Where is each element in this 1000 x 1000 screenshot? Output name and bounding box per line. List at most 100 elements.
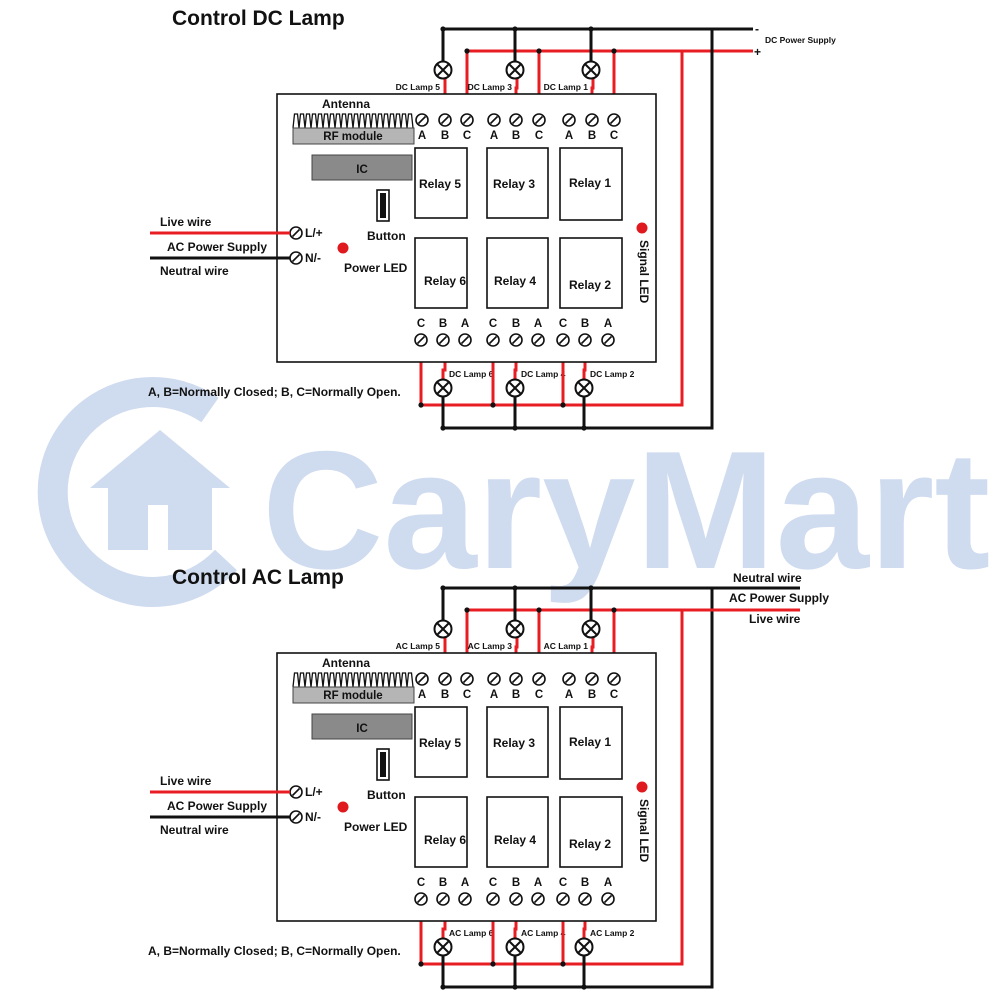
lamp-cross (436, 940, 450, 954)
screw-terminal-icon (509, 672, 523, 686)
junction-dot (512, 425, 518, 431)
button-knob (380, 752, 386, 777)
lamp-cross-icon (505, 937, 525, 957)
terminal-slot (533, 335, 543, 345)
relay-box (414, 706, 468, 778)
screw-terminal-icon (578, 333, 592, 347)
input-supply-label: AC Power Supply (167, 240, 267, 254)
power-led-label: Power LED (344, 820, 408, 834)
right-negative-return (443, 588, 714, 989)
terminal-letter-bottom: C (559, 877, 567, 889)
input-neutral-label: Neutral wire (160, 823, 229, 837)
relay-box (559, 796, 623, 868)
terminal-letter-bottom: C (489, 318, 497, 330)
lamp-cross-icon (505, 60, 525, 80)
relay-box (486, 706, 549, 778)
screw-terminal-icon (460, 113, 474, 127)
terminal-slot (417, 115, 427, 125)
button-knob (380, 193, 386, 218)
button-switch-icon (376, 748, 390, 781)
signal-led-icon (636, 781, 648, 793)
right-negative-return (443, 29, 714, 430)
screw-terminal-icon (585, 113, 599, 127)
relay-box (559, 147, 623, 221)
relay-label: Relay 5 (419, 177, 461, 191)
relay-label: Relay 4 (494, 833, 536, 847)
relay-label: Relay 1 (569, 176, 611, 190)
terminal-letter-bottom: A (604, 318, 612, 330)
junction-dot (440, 425, 446, 431)
lamp-cross-icon (433, 619, 453, 639)
lamp-cross-icon (433, 60, 453, 80)
terminal-slot (587, 674, 597, 684)
terminal-slot (603, 335, 613, 345)
relay-box (486, 796, 549, 868)
supply-live-label: Live wire (749, 612, 801, 626)
terminal-slot (534, 674, 544, 684)
lamp-cross-icon (581, 619, 601, 639)
terminal-slot (511, 335, 521, 345)
lamp-label-bottom: DC Lamp 6 (449, 369, 494, 379)
screw-terminal-icon (289, 785, 303, 799)
junction-dot (512, 585, 518, 591)
terminal-slot (511, 115, 521, 125)
lplus-label: L/+ (305, 785, 323, 799)
antenna-label: Antenna (322, 656, 370, 670)
terminal-letter-bottom: B (512, 318, 520, 330)
button-label: Button (367, 229, 406, 243)
terminal-letter-bottom: B (439, 318, 447, 330)
lamp-cross (577, 940, 591, 954)
terminal-slot (438, 894, 448, 904)
terminal-letter-top: C (535, 689, 543, 701)
screw-terminal-icon (601, 333, 615, 347)
button-switch-icon (376, 189, 390, 222)
lamp-cross (508, 622, 522, 636)
terminal-slot (462, 674, 472, 684)
terminal-slot (564, 115, 574, 125)
screw-terminal-icon (289, 810, 303, 824)
screw-terminal-icon (486, 892, 500, 906)
junction-dot (440, 26, 446, 32)
rf-module-label: RF module (323, 690, 382, 702)
lamp-label-top: AC Lamp 1 (544, 641, 589, 651)
lamp-cross (508, 940, 522, 954)
screw-terminal-icon (585, 672, 599, 686)
terminal-slot (488, 894, 498, 904)
junction-dot (560, 961, 566, 967)
terminal-slot (488, 335, 498, 345)
terminal-slot (438, 335, 448, 345)
terminal-slot (511, 674, 521, 684)
lamp-cross-icon (433, 378, 453, 398)
relay-box (486, 237, 549, 309)
lamp-cross (436, 622, 450, 636)
terminal-slot (417, 674, 427, 684)
contact-note: A, B=Normally Closed; B, C=Normally Open… (148, 385, 401, 399)
junction-dot (512, 984, 518, 990)
junction-dot (588, 26, 594, 32)
lamp-label-bottom: DC Lamp 2 (590, 369, 635, 379)
watermark-brand: CaryMart (262, 416, 990, 604)
terminal-slot (580, 335, 590, 345)
lamp-cross (436, 381, 450, 395)
screw-terminal-icon (486, 333, 500, 347)
button-label: Button (367, 788, 406, 802)
screw-terminal-icon (532, 113, 546, 127)
terminal-letter-bottom: C (489, 877, 497, 889)
terminal-letter-bottom: C (417, 877, 425, 889)
lamp-label-bottom: AC Lamp 2 (590, 928, 635, 938)
junction-dot (464, 48, 470, 54)
junction-dot (440, 984, 446, 990)
terminal-slot (291, 228, 301, 238)
terminal-slot (291, 787, 301, 797)
terminal-slot (558, 335, 568, 345)
junction-dot (536, 48, 542, 54)
lamp-label-top: DC Lamp 3 (468, 82, 513, 92)
junction-dot (581, 425, 587, 431)
terminal-letter-top: A (490, 689, 498, 701)
lamp-label-bottom: DC Lamp 4 (521, 369, 566, 379)
supply-label: DC Power Supply (765, 35, 836, 45)
junction-dot (418, 961, 424, 967)
input-live-label: Live wire (160, 215, 212, 229)
screw-terminal-icon (438, 672, 452, 686)
screw-terminal-icon (289, 226, 303, 240)
